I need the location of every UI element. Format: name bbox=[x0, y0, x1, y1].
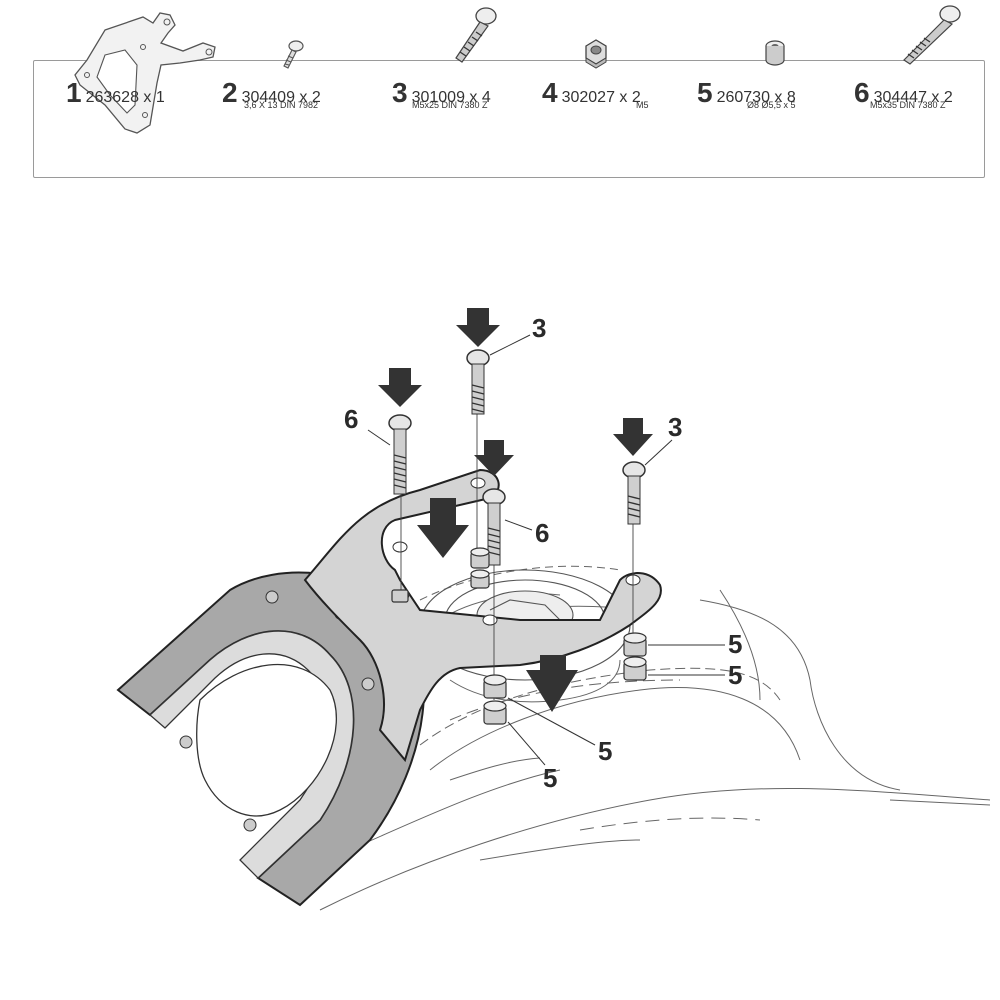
bolt-rear-top bbox=[466, 349, 490, 415]
part-code: 302027 x 2 bbox=[561, 89, 641, 106]
bolt-icon bbox=[455, 7, 497, 63]
callout-leaders bbox=[367, 334, 725, 766]
part-number: 6 bbox=[854, 77, 870, 108]
part-spec: M5x35 DIN 7380 Z bbox=[870, 100, 946, 110]
arrow-down-icon bbox=[417, 498, 469, 558]
spacer bbox=[623, 632, 647, 657]
arrow-down-icon bbox=[613, 418, 653, 456]
callout-bolt-center: 6 bbox=[535, 518, 550, 548]
part-number: 2 bbox=[222, 77, 238, 108]
parts-list bbox=[33, 60, 985, 178]
nut-icon bbox=[585, 39, 607, 69]
tank-ring bbox=[116, 571, 425, 907]
callout-spacer-right-top: 5 bbox=[728, 629, 743, 659]
callout-bolt-right: 3 bbox=[668, 412, 683, 442]
spacer-icon bbox=[765, 40, 785, 66]
direction-arrows bbox=[378, 308, 653, 712]
callout-spacer-center-top: 5 bbox=[598, 736, 613, 766]
callout-bolt-rear-top: 3 bbox=[532, 313, 547, 343]
spacer bbox=[470, 547, 490, 569]
bolt-center bbox=[482, 488, 506, 566]
bracket-plate-icon bbox=[74, 12, 216, 134]
arrow-down-icon bbox=[456, 308, 500, 347]
part-code: 304447 x 2 bbox=[873, 89, 953, 106]
part-spec: Ø8 Ø5,5 x 5 bbox=[747, 100, 796, 110]
part-number: 3 bbox=[392, 77, 408, 108]
callout-spacer-center-bottom: 5 bbox=[543, 763, 558, 793]
arrow-down-icon bbox=[526, 655, 578, 712]
part-code: 260730 x 8 bbox=[716, 89, 796, 106]
part-spec: M5x25 DIN 7380 Z bbox=[412, 100, 488, 110]
part-code: 263628 x 1 bbox=[85, 89, 165, 106]
part-number: 5 bbox=[697, 77, 713, 108]
part-spec: M5 bbox=[636, 100, 649, 110]
part-code: 301009 x 4 bbox=[411, 89, 491, 106]
spacer bbox=[483, 700, 507, 725]
spacer bbox=[623, 656, 647, 681]
spacer bbox=[483, 674, 507, 699]
screw-icon bbox=[283, 40, 304, 69]
bolt-long-icon bbox=[903, 5, 961, 65]
part-number: 4 bbox=[542, 77, 558, 108]
callout-bolt-left: 6 bbox=[344, 404, 359, 434]
spacers bbox=[391, 547, 647, 725]
bolt-left bbox=[388, 414, 412, 495]
spacer bbox=[391, 589, 409, 603]
spacer bbox=[470, 569, 490, 589]
part-number: 1 bbox=[66, 77, 82, 108]
callout-spacer-right-bottom: 5 bbox=[728, 660, 743, 690]
bolt-right bbox=[622, 461, 646, 525]
arrow-down-icon bbox=[378, 368, 422, 407]
part-spec: 3,6 X 13 DIN 7982 bbox=[244, 100, 319, 110]
part-code: 304409 x 2 bbox=[241, 89, 321, 106]
arrow-down-icon bbox=[474, 440, 514, 476]
